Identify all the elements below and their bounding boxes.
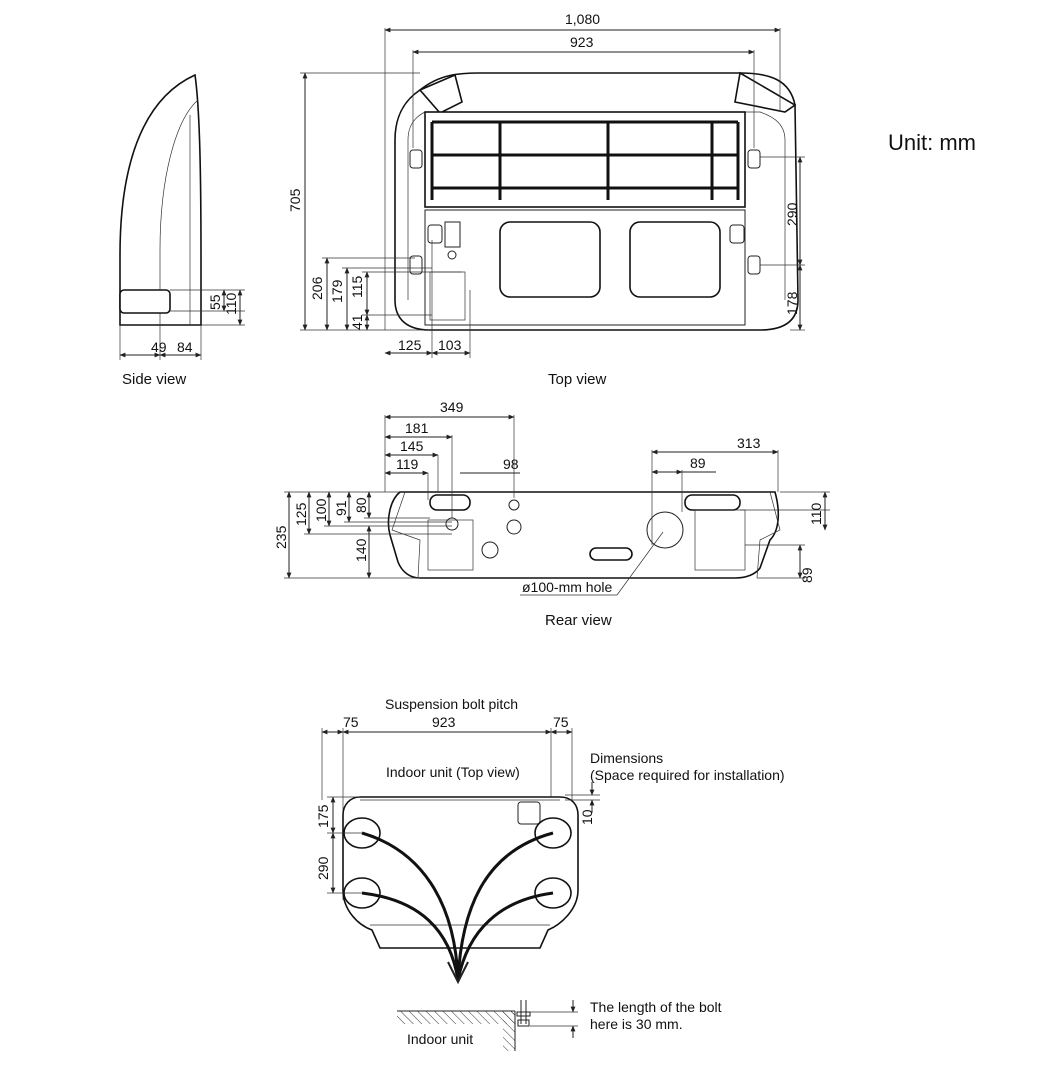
rear-view-caption: Rear view bbox=[545, 612, 612, 629]
top-dim-103: 103 bbox=[438, 337, 462, 353]
susp-dim-75b: 75 bbox=[553, 714, 569, 730]
rear-dim-98: 98 bbox=[503, 456, 519, 472]
susp-dim-175: 175 bbox=[315, 804, 331, 828]
side-dim-84: 84 bbox=[177, 339, 193, 355]
rear-dim-313: 313 bbox=[737, 435, 761, 451]
susp-dim-290: 290 bbox=[315, 856, 331, 880]
rear-dim-145: 145 bbox=[400, 438, 424, 454]
susp-dim-75a: 75 bbox=[343, 714, 359, 730]
suspension-unit-body bbox=[342, 796, 579, 949]
side-dim-55: 55 bbox=[207, 294, 223, 310]
bolt-detail: Indoor unit The length of the bolt here … bbox=[397, 999, 722, 1051]
unit-label: Unit: mm bbox=[888, 130, 976, 155]
rear-dim-110: 110 bbox=[808, 502, 824, 525]
rear-dim-91: 91 bbox=[333, 500, 349, 516]
top-dim-290: 290 bbox=[784, 202, 800, 226]
top-dim-179: 179 bbox=[329, 279, 345, 303]
bolt-note-line2: here is 30 mm. bbox=[590, 1016, 683, 1032]
top-dim-206: 206 bbox=[309, 276, 325, 300]
top-dim-178: 178 bbox=[784, 291, 800, 315]
top-dim-115: 115 bbox=[349, 275, 365, 298]
rear-dim-181: 181 bbox=[405, 420, 429, 436]
rear-dim-89h: 89 bbox=[799, 567, 815, 583]
top-view: 1,080 923 705 206 179 115 41 125 103 290 bbox=[287, 11, 805, 388]
side-view-foot bbox=[119, 289, 171, 314]
top-dim-705: 705 bbox=[287, 188, 303, 212]
rear-hole-label: ø100-mm hole bbox=[522, 579, 612, 595]
ceiling-hatch bbox=[397, 1011, 515, 1024]
susp-dim-10: 10 bbox=[579, 809, 595, 825]
side-dim-110: 110 bbox=[223, 292, 239, 315]
rear-view-slot bbox=[589, 547, 633, 561]
suspension-title: Suspension bolt pitch bbox=[385, 696, 518, 712]
top-dim-1080: 1,080 bbox=[565, 11, 600, 27]
top-view-opening-right bbox=[629, 221, 721, 298]
susp-indoor-top-label: Indoor unit (Top view) bbox=[386, 764, 520, 780]
side-view: 55 110 49 84 Side view bbox=[119, 73, 245, 388]
rear-dim-100: 100 bbox=[313, 498, 329, 522]
top-dim-41: 41 bbox=[349, 314, 365, 330]
rear-dim-80: 80 bbox=[353, 497, 369, 513]
top-view-caption: Top view bbox=[548, 371, 607, 388]
susp-dimensions-label: Dimensions bbox=[590, 750, 663, 766]
rear-dim-235: 235 bbox=[273, 525, 289, 549]
top-view-opening-left bbox=[499, 221, 601, 298]
rear-dim-349: 349 bbox=[440, 399, 464, 415]
rear-dim-125: 125 bbox=[293, 502, 309, 526]
top-view-grille bbox=[430, 120, 740, 200]
rear-view: ø100-mm hole 349 181 145 119 98 313 89 bbox=[273, 399, 830, 629]
rear-view-hole bbox=[646, 511, 684, 549]
rear-dim-140: 140 bbox=[353, 538, 369, 562]
side-view-caption: Side view bbox=[122, 371, 186, 388]
top-dim-923: 923 bbox=[570, 34, 594, 50]
bolt-note-line1: The length of the bolt bbox=[590, 999, 722, 1015]
rear-dim-119: 119 bbox=[396, 456, 419, 472]
indoor-unit-label: Indoor unit bbox=[407, 1031, 473, 1047]
susp-dim-923: 923 bbox=[432, 714, 456, 730]
side-view-body bbox=[119, 73, 202, 326]
side-dim-49: 49 bbox=[151, 339, 167, 355]
top-dim-125: 125 bbox=[398, 337, 422, 353]
rear-dim-89w: 89 bbox=[690, 455, 706, 471]
suspension-bolt-pitch: Suspension bolt pitch 75 923 75 Indoor u… bbox=[315, 696, 785, 985]
susp-space-label: (Space required for installation) bbox=[590, 767, 785, 783]
